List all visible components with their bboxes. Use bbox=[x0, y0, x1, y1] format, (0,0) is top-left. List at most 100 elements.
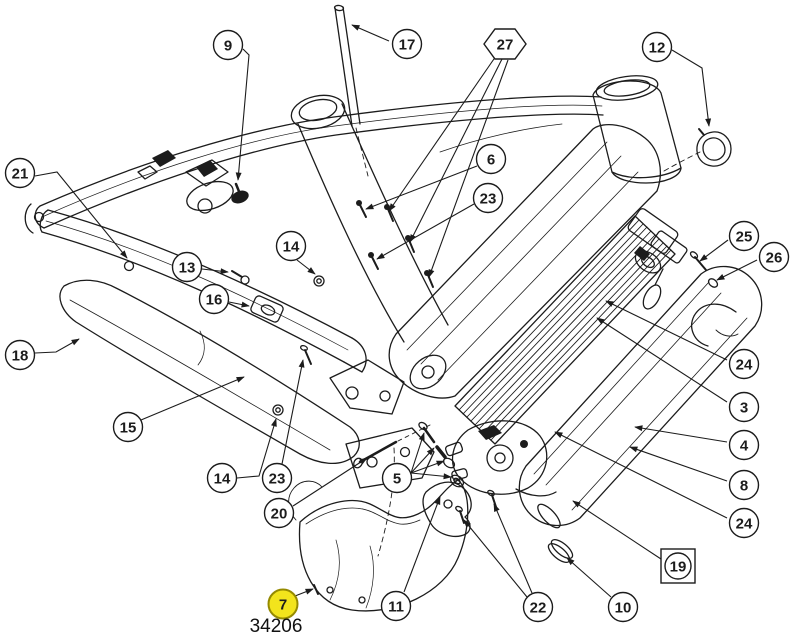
callout-23a[interactable]: 23 bbox=[472, 182, 504, 214]
leader-line-22 bbox=[463, 519, 528, 598]
circle-bubble bbox=[522, 591, 554, 623]
swingarm-yoke bbox=[329, 359, 405, 415]
leader-line-22 bbox=[493, 503, 533, 594]
leader-line-19 bbox=[572, 500, 662, 560]
circle-bubble bbox=[475, 143, 507, 175]
callout-24a[interactable]: 24 bbox=[728, 348, 760, 380]
leader-line-25 bbox=[699, 239, 729, 262]
callout-25[interactable]: 25 bbox=[728, 220, 760, 252]
callout-14b[interactable]: 14 bbox=[206, 462, 238, 494]
frame-illustration bbox=[24, 4, 763, 612]
frame-fasteners bbox=[356, 200, 434, 288]
callout-20[interactable]: 20 bbox=[263, 497, 295, 529]
leader-line-3 bbox=[596, 317, 728, 403]
circle-bubble bbox=[728, 220, 760, 252]
circle-bubble bbox=[4, 339, 36, 371]
leader-line-20 bbox=[292, 457, 368, 507]
callout-13[interactable]: 13 bbox=[171, 251, 203, 283]
callout-18[interactable]: 18 bbox=[4, 339, 36, 371]
circle-bubble bbox=[261, 462, 293, 494]
circle-bubble bbox=[728, 391, 760, 423]
callout-15[interactable]: 15 bbox=[112, 411, 144, 443]
callout-24b[interactable]: 24 bbox=[728, 507, 760, 539]
circle-bubble bbox=[728, 429, 760, 461]
circle-bubble bbox=[381, 462, 413, 494]
leader-line-4 bbox=[634, 425, 728, 443]
circle-bubble bbox=[391, 28, 423, 60]
leader-line-5 bbox=[410, 432, 425, 474]
leader-line-27 bbox=[388, 55, 497, 212]
battery bbox=[454, 215, 676, 445]
circle-bubble bbox=[198, 283, 230, 315]
leader-line-27 bbox=[428, 59, 509, 278]
leader-line-14a bbox=[296, 259, 316, 275]
callout-26[interactable]: 26 bbox=[758, 241, 790, 273]
head-tube bbox=[592, 75, 682, 184]
callout-3[interactable]: 3 bbox=[728, 391, 760, 423]
callout-5[interactable]: 5 bbox=[381, 462, 413, 494]
callout-10[interactable]: 10 bbox=[607, 591, 639, 623]
circle-bubble bbox=[267, 588, 299, 620]
callout-22[interactable]: 22 bbox=[522, 591, 554, 623]
circle-bubble bbox=[607, 591, 639, 623]
rear-triangle bbox=[24, 95, 604, 373]
circle-bubble bbox=[263, 497, 295, 529]
circle-bubble bbox=[212, 29, 244, 61]
callout-27[interactable]: 27 bbox=[483, 28, 527, 60]
leader-line-27 bbox=[409, 58, 503, 243]
callout-14a[interactable]: 14 bbox=[275, 230, 307, 262]
circle-bubble bbox=[664, 552, 692, 580]
callout-17[interactable]: 17 bbox=[391, 28, 423, 60]
leader-line-21 bbox=[34, 171, 128, 259]
callout-7[interactable]: 7 bbox=[267, 588, 299, 620]
callout-23b[interactable]: 23 bbox=[261, 462, 293, 494]
motor bbox=[444, 420, 557, 497]
leader-line-5 bbox=[410, 447, 435, 474]
leader-line-6 bbox=[365, 165, 478, 210]
leader-line-7 bbox=[294, 588, 314, 597]
circle-bubble bbox=[4, 157, 36, 189]
hexagon-bubble bbox=[483, 28, 527, 60]
leader-line-26 bbox=[716, 259, 758, 281]
down-tube-battery-tray bbox=[388, 123, 661, 399]
battery-cover bbox=[518, 265, 763, 564]
callout-16[interactable]: 16 bbox=[198, 283, 230, 315]
leader-line-17 bbox=[351, 24, 390, 42]
leader-line-24b bbox=[554, 431, 728, 519]
lock-assembly bbox=[627, 208, 719, 310]
leader-line-16 bbox=[228, 301, 250, 308]
circle-bubble bbox=[728, 348, 760, 380]
circle-bubble bbox=[641, 31, 673, 63]
circle-bubble bbox=[275, 230, 307, 262]
leader-line-5 bbox=[410, 472, 452, 480]
leader-line-23a bbox=[376, 203, 475, 260]
callout-12[interactable]: 12 bbox=[641, 31, 673, 63]
leader-line-18 bbox=[34, 338, 80, 354]
circle-bubble bbox=[171, 251, 203, 283]
circle-bubble bbox=[380, 590, 412, 622]
callout-11[interactable]: 11 bbox=[380, 590, 412, 622]
leader-line-12 bbox=[671, 49, 712, 127]
leader-line-23b bbox=[281, 359, 305, 465]
callout-19[interactable]: 19 bbox=[660, 548, 696, 584]
leader-line-14b bbox=[236, 418, 277, 479]
leader-line-24a bbox=[605, 300, 728, 361]
callout-6[interactable]: 6 bbox=[475, 143, 507, 175]
circle-bubble bbox=[206, 462, 238, 494]
leader-line-15 bbox=[140, 376, 245, 421]
seat-tube-and-post bbox=[290, 4, 449, 343]
circle-bubble bbox=[758, 241, 790, 273]
leader-line-11 bbox=[403, 496, 441, 593]
small-fittings bbox=[231, 270, 325, 416]
headset-ring bbox=[663, 128, 732, 172]
callout-8[interactable]: 8 bbox=[728, 469, 760, 501]
chainstay-guard bbox=[59, 279, 360, 464]
callout-4[interactable]: 4 bbox=[728, 429, 760, 461]
circle-bubble bbox=[728, 507, 760, 539]
circle-bubble bbox=[112, 411, 144, 443]
callout-21[interactable]: 21 bbox=[4, 157, 36, 189]
skid-plate bbox=[288, 479, 469, 612]
callout-9[interactable]: 9 bbox=[212, 29, 244, 61]
